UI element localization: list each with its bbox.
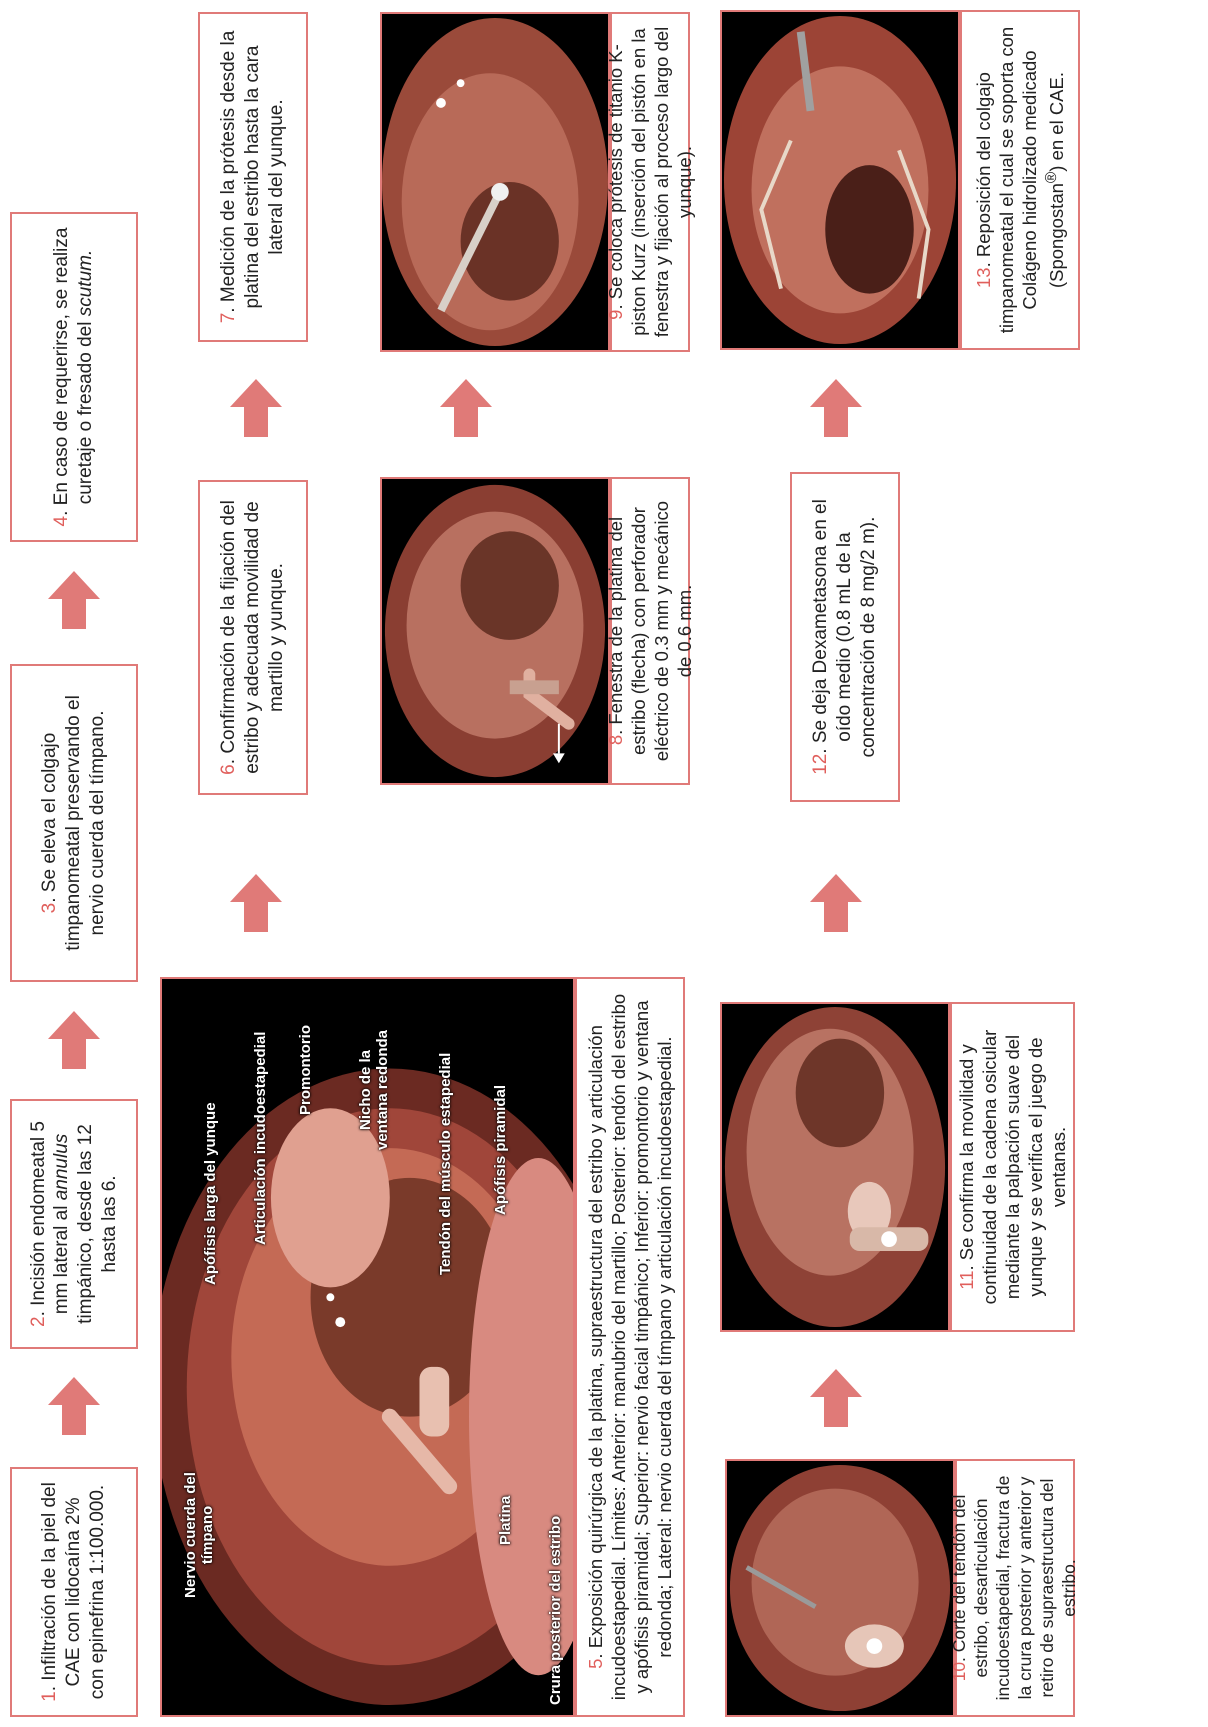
step-11-photo xyxy=(720,1002,950,1332)
step-10-caption: 10. Corte del tendón del estribo, desart… xyxy=(955,1459,1075,1717)
step-2-box: 2. Incisión endomeatal 5 mm lateral al a… xyxy=(10,1099,138,1349)
step-9-text: . Se coloca prótesis de titanio K-piston… xyxy=(605,27,695,338)
step-12-box: 12. Se deja Dexametasona en el oído medi… xyxy=(790,472,900,802)
arrow-11-12 xyxy=(810,874,862,932)
label-articulacion: Articulación incudoestapedial xyxy=(252,1032,269,1245)
step-1-text: . Infiltración de la piel del CAE con li… xyxy=(39,1482,108,1699)
step-7-box: 7. Medición de la prótesis desde la plat… xyxy=(198,12,308,342)
step-11-caption: 11. Se confirma la movilidad y continuid… xyxy=(950,1002,1075,1332)
step-5-caption: 5. Exposición quirúrgica de la platina, … xyxy=(575,977,685,1717)
label-apofisis-larga: Apófisis larga del yunque xyxy=(202,1102,219,1285)
step-1-number: 1 xyxy=(39,1691,60,1702)
step-7-text: . Medición de la prótesis desde la plati… xyxy=(218,31,287,313)
arrow-5-6 xyxy=(230,874,282,932)
arrow-10-11 xyxy=(810,1369,862,1427)
label-nicho: Nicho de la ventana redonda xyxy=(357,1025,391,1155)
step-9-caption: 9. Se coloca prótesis de titanio K-pisto… xyxy=(610,12,690,352)
step-2-text-em: annulus xyxy=(51,1134,72,1201)
step-4-number: 4 xyxy=(51,516,72,527)
step-5-photo: Nervio cuerda del tímpano Apófisis larga… xyxy=(160,977,575,1717)
label-platina: Platina xyxy=(497,1496,514,1545)
label-nervio-cuerda: Nervio cuerda del tímpano xyxy=(182,1465,216,1605)
step-13-number: 13 xyxy=(973,267,994,288)
step-12-text: . Se deja Dexametasona en el oído medio … xyxy=(810,499,879,757)
label-promontorio: Promontorio xyxy=(297,1025,314,1115)
step-13-text-sup: ® xyxy=(1043,172,1060,183)
arrow-1-2 xyxy=(48,1377,100,1435)
arrow-3-4 xyxy=(48,571,100,629)
label-crura: Crura posterior del estribo xyxy=(547,1516,564,1705)
step-2-text-b: timpánico, desde las 12 hasta las 6. xyxy=(75,1124,120,1324)
arrow-6-7 xyxy=(230,379,282,437)
step-12-number: 12 xyxy=(810,754,831,775)
step-4-text-em: scutum. xyxy=(75,250,96,317)
arrow-12-13 xyxy=(810,379,862,437)
step-8-caption: 8. Fenestra de la platina del estribo (f… xyxy=(610,477,690,785)
step-13-text-b: ) en el CAE. xyxy=(1046,72,1067,172)
step-5-text: . Exposición quirúrgica de la platina, s… xyxy=(585,994,675,1700)
step-9-number: 9 xyxy=(605,310,626,320)
step-11-text: . Se confirma la movilidad y continuidad… xyxy=(956,1030,1070,1305)
step-7-number: 7 xyxy=(218,313,239,324)
step-1-box: 1. Infiltración de la piel del CAE con l… xyxy=(10,1467,138,1717)
step-6-box: 6. Confirmación de la fijación del estri… xyxy=(198,480,308,795)
step-5-number: 5 xyxy=(585,1659,606,1669)
step-2-number: 2 xyxy=(28,1316,49,1327)
step-13-caption: 13. Reposición del colgajo timpanomeatal… xyxy=(960,10,1080,350)
arrow-2-3 xyxy=(48,1011,100,1069)
step-11-number: 11 xyxy=(956,1271,977,1290)
step-10-number: 10 xyxy=(949,1662,969,1681)
step-9-photo xyxy=(380,12,610,352)
step-3-number: 3 xyxy=(39,903,60,914)
step-6-text: . Confirmación de la fijación del estrib… xyxy=(218,500,287,774)
step-4-box: 4. En caso de requerirse, se realiza cur… xyxy=(10,212,138,542)
label-piramidal: Apófisis piramidal xyxy=(492,1085,509,1215)
step-13-photo xyxy=(720,10,960,350)
step-10-photo xyxy=(725,1459,955,1717)
step-6-number: 6 xyxy=(218,764,239,775)
step-3-box: 3. Se eleva el colgajo timpanomeatal pre… xyxy=(10,664,138,982)
step-8-number: 8 xyxy=(605,735,626,745)
label-tendon: Tendón del músculo estapedial xyxy=(437,1053,454,1275)
arrow-8-9 xyxy=(440,379,492,437)
step-8-text: . Fenestra de la platina del estribo (fl… xyxy=(605,501,695,761)
step-8-photo xyxy=(380,477,610,785)
